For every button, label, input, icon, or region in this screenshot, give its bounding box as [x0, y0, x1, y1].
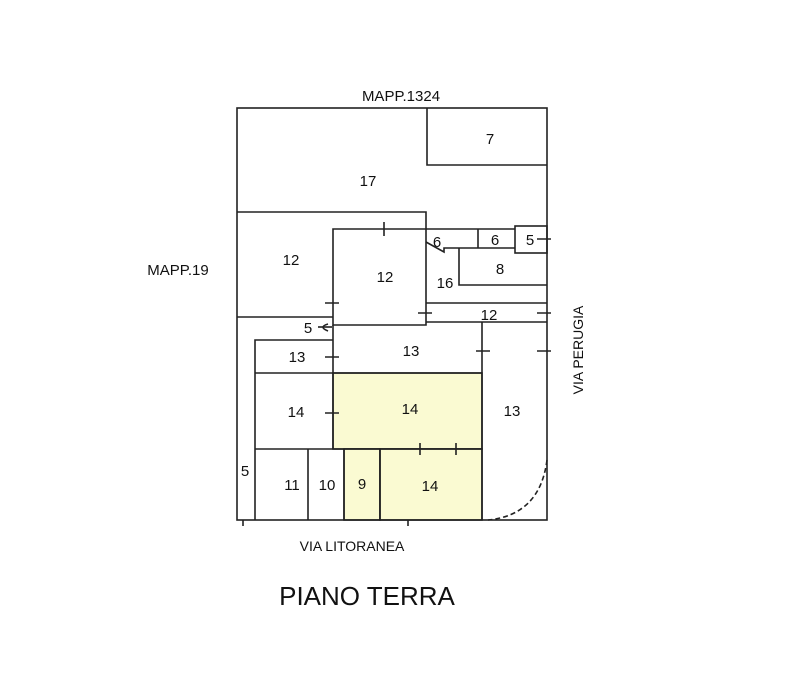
room-label: 6	[491, 232, 499, 249]
room-label: 16	[437, 275, 454, 292]
room-label: 7	[486, 131, 494, 148]
room-label: 13	[504, 403, 521, 420]
room-label: 10	[319, 477, 336, 494]
room-label: 13	[403, 343, 420, 360]
room-label: 5	[526, 232, 534, 249]
neighbor-top-label: MAPP.1324	[362, 88, 440, 105]
room-label: 12	[377, 269, 394, 286]
room-label: 5	[304, 320, 312, 337]
room-label: 14	[288, 404, 305, 421]
street-bottom-label: VIA LITORANEA	[300, 538, 405, 554]
room-labels: 7 17 12 12 6 6 5 8 16 12 5 13 13 14 14 1…	[241, 131, 534, 495]
room-label: 14	[402, 401, 419, 418]
room-label: 8	[496, 261, 504, 278]
room-label: 11	[284, 477, 300, 494]
street-right-label: VIA PERUGIA	[570, 305, 586, 394]
room-label: 17	[360, 173, 377, 190]
page-title: PIANO TERRA	[279, 581, 455, 611]
neighbor-left-label: MAPP.19	[147, 262, 208, 279]
room-label: 6	[433, 234, 441, 251]
room-label: 13	[289, 349, 306, 366]
room-label: 5	[241, 463, 249, 480]
room-label: 12	[481, 307, 498, 324]
walls	[236, 107, 551, 526]
highlighted-room-14-upper	[332, 372, 483, 450]
room-label: 9	[358, 476, 366, 493]
room-label: 14	[422, 478, 439, 495]
room-label: 12	[283, 252, 300, 269]
